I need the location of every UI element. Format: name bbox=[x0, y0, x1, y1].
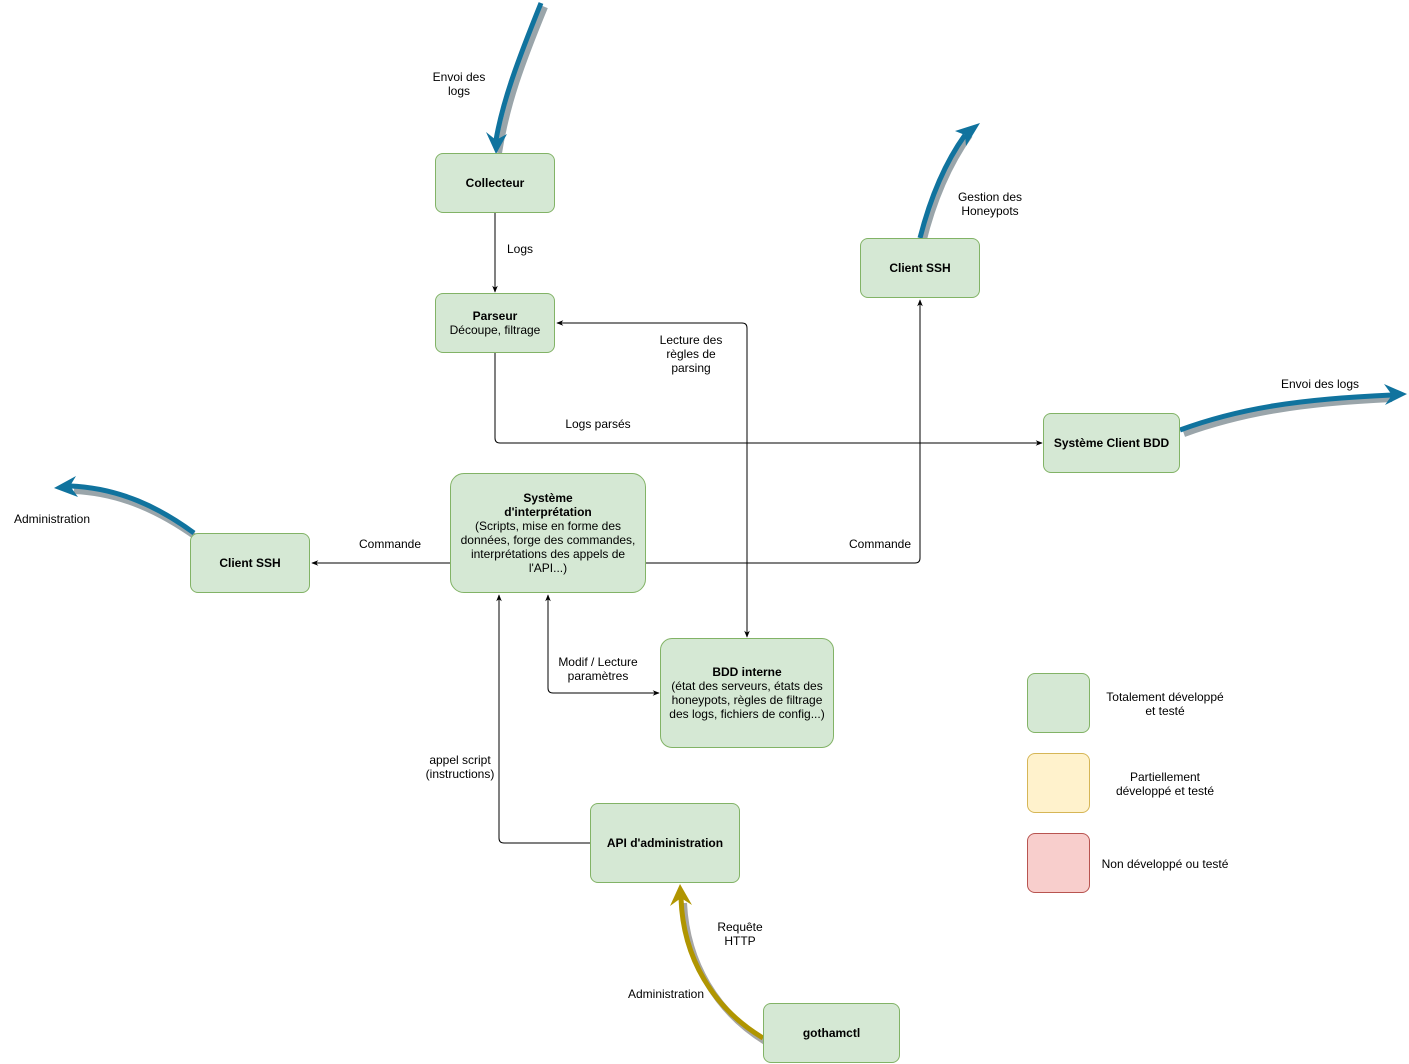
client-ssh-right-title: Client SSH bbox=[889, 261, 951, 275]
parseur-node[interactable]: Parseur Découpe, filtrage bbox=[435, 293, 555, 353]
interpretation-subtitle: (Scripts, mise en forme des données, for… bbox=[460, 519, 636, 575]
api-admin-title: API d'administration bbox=[606, 836, 724, 850]
label-envoi-logs-out: Envoi des logs bbox=[1280, 377, 1360, 391]
interpretation-node[interactable]: Système d'interprétation (Scripts, mise … bbox=[450, 473, 646, 593]
label-appel-script: appel script (instructions) bbox=[425, 753, 495, 781]
parseur-title: Parseur bbox=[472, 309, 518, 323]
label-commande-right: Commande bbox=[848, 537, 912, 551]
wire-regles-parsing bbox=[556, 320, 750, 638]
collecteur-node[interactable]: Collecteur bbox=[435, 153, 555, 213]
label-logs: Logs bbox=[506, 242, 534, 256]
bdd-interne-subtitle: (état des serveurs, états des honeypots,… bbox=[669, 679, 825, 721]
wire-commande-right bbox=[646, 299, 923, 564]
legend-swatch-green bbox=[1027, 673, 1090, 733]
gothamctl-node[interactable]: gothamctl bbox=[763, 1003, 900, 1063]
label-administration-bottom: Administration bbox=[627, 987, 705, 1001]
wire-parseur-bdd bbox=[494, 353, 1043, 446]
bdd-interne-node[interactable]: BDD interne (état des serveurs, états de… bbox=[660, 638, 834, 748]
label-modif-lecture: Modif / Lecture paramètres bbox=[558, 655, 638, 683]
label-administration-left: Administration bbox=[13, 512, 91, 526]
label-logs-parses: Logs parsés bbox=[565, 417, 631, 431]
legend-label-yellow: Partiellement développé et testé bbox=[1115, 770, 1215, 798]
flow-gestion-honeypots bbox=[917, 133, 968, 239]
label-requete-http: Requête HTTP bbox=[717, 920, 763, 948]
legend-swatch-red bbox=[1027, 833, 1090, 893]
flow-envoi-logs-out bbox=[1179, 392, 1393, 433]
wire-appel-script bbox=[496, 594, 590, 844]
client-ssh-right-node[interactable]: Client SSH bbox=[860, 238, 980, 298]
parseur-subtitle: Découpe, filtrage bbox=[449, 323, 541, 337]
client-bdd-node[interactable]: Système Client BDD bbox=[1043, 413, 1180, 473]
client-bdd-title: Système Client BDD bbox=[1053, 436, 1170, 450]
api-admin-node[interactable]: API d'administration bbox=[590, 803, 740, 883]
interpretation-title: Système d'interprétation bbox=[504, 491, 592, 519]
label-gestion-honeypots: Gestion des Honeypots bbox=[957, 190, 1023, 218]
client-ssh-left-title: Client SSH bbox=[219, 556, 281, 570]
flow-administration-bottom bbox=[678, 897, 765, 1041]
label-lecture-regles: Lecture des règles de parsing bbox=[659, 333, 723, 375]
flow-envoi-logs-in bbox=[493, 2, 544, 141]
collecteur-title: Collecteur bbox=[465, 176, 525, 190]
label-commande-left: Commande bbox=[358, 537, 422, 551]
legend-label-red: Non développé ou testé bbox=[1101, 857, 1229, 871]
client-ssh-left-node[interactable]: Client SSH bbox=[190, 533, 310, 593]
bdd-interne-title: BDD interne bbox=[712, 665, 782, 679]
label-envoi-logs-in: Envoi des logs bbox=[432, 70, 486, 98]
external-flow-arrows bbox=[54, 2, 1407, 1046]
flow-administration-left bbox=[69, 483, 196, 536]
legend-swatch-yellow bbox=[1027, 753, 1090, 813]
gothamctl-title: gothamctl bbox=[802, 1026, 861, 1040]
wire-modif-lecture bbox=[545, 594, 660, 696]
legend-label-green: Totalement développé et testé bbox=[1106, 690, 1224, 718]
thin-wires bbox=[311, 213, 1043, 844]
